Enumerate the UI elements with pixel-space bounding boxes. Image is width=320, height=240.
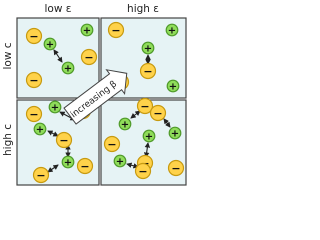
cation-circle <box>61 155 75 169</box>
cation: + <box>166 79 180 93</box>
cation: + <box>61 155 75 169</box>
anion-circle <box>107 21 125 39</box>
anion: − <box>167 159 185 177</box>
cation-sign: + <box>64 64 72 75</box>
anion-circle <box>136 97 154 115</box>
cation: + <box>33 122 47 136</box>
anion: − <box>103 135 121 153</box>
pair-arrow <box>126 162 139 169</box>
anion: − <box>25 27 43 45</box>
anion: − <box>139 62 157 80</box>
cation-circle <box>118 117 132 131</box>
cation-sign: + <box>169 82 177 93</box>
cation-circle <box>61 61 75 75</box>
anion-sign: − <box>171 162 180 175</box>
column-label-low-epsilon: low ε <box>45 3 72 15</box>
cation-sign: + <box>116 157 124 168</box>
anion-sign: − <box>153 107 162 120</box>
big-arrow-shape <box>63 69 128 125</box>
anion: − <box>25 71 43 89</box>
anion-circle <box>149 104 167 122</box>
anion: − <box>149 104 167 122</box>
anion-sign: − <box>143 65 152 78</box>
cation-circle <box>80 23 94 37</box>
anion: − <box>80 48 98 66</box>
cation: + <box>80 23 94 37</box>
row-label-high-c: high c <box>2 124 14 156</box>
cation-sign: + <box>36 125 44 136</box>
cation: + <box>165 23 179 37</box>
anion-circle <box>103 135 121 153</box>
pair-arrow <box>53 49 63 63</box>
cation-sign: + <box>171 129 179 140</box>
cation: + <box>61 61 75 75</box>
cation: + <box>141 41 155 55</box>
anion-circle <box>167 159 185 177</box>
anion-sign: − <box>29 30 38 43</box>
anion-sign: − <box>111 24 120 37</box>
anion-sign: − <box>36 169 45 182</box>
column-label-high-epsilon: high ε <box>127 3 159 15</box>
anion-circle <box>76 157 94 175</box>
anion-sign: − <box>59 134 68 147</box>
cation-circle <box>142 129 156 143</box>
cation: + <box>113 154 127 168</box>
pair-arrow <box>47 130 59 137</box>
anion-sign: − <box>29 74 38 87</box>
anion-circle <box>55 131 73 149</box>
cation: + <box>168 126 182 140</box>
anion-circle <box>25 105 43 123</box>
cation-circle <box>165 23 179 37</box>
pair-arrow <box>47 164 59 173</box>
anion-circle <box>25 27 43 45</box>
cation-sign: + <box>145 132 153 143</box>
cation-circle <box>141 41 155 55</box>
cation: + <box>118 117 132 131</box>
anion-sign: − <box>140 100 149 113</box>
anion-circle <box>32 166 50 184</box>
cation-circle <box>168 126 182 140</box>
ion-pairing-diagram: low ε high ε low c high c −+++−−−++−−+−−… <box>2 3 187 186</box>
cation-sign: + <box>51 103 59 114</box>
anion-sign: − <box>84 51 93 64</box>
cation-sign: + <box>144 44 152 55</box>
anion-sign: − <box>29 108 38 121</box>
anion-circle <box>134 162 152 180</box>
cation: + <box>43 37 57 51</box>
anion: − <box>76 157 94 175</box>
cation-sign: + <box>168 26 176 37</box>
pair-arrow <box>143 142 151 158</box>
anion-sign: − <box>107 138 116 151</box>
anion-sign: − <box>80 160 89 173</box>
cation-circle <box>113 154 127 168</box>
cation-sign: + <box>83 26 91 37</box>
cation-circle <box>48 100 62 114</box>
cation-sign: + <box>64 158 72 169</box>
ions-layer: −+++−−−++−−+−−++−+−−+−−+−+−+−− <box>25 21 185 184</box>
anion: − <box>134 162 152 180</box>
cation-sign: + <box>46 40 54 51</box>
cation: + <box>142 129 156 143</box>
anion-sign: − <box>138 165 147 178</box>
anion-circle <box>80 48 98 66</box>
cation-circle <box>43 37 57 51</box>
anion: − <box>136 97 154 115</box>
cation: + <box>48 100 62 114</box>
cation-circle <box>33 122 47 136</box>
anion: − <box>55 131 73 149</box>
cation-circle <box>166 79 180 93</box>
anion: − <box>25 105 43 123</box>
anion-circle <box>139 62 157 80</box>
anion: − <box>107 21 125 39</box>
row-label-low-c: low c <box>2 42 14 69</box>
pair-arrow <box>163 118 171 128</box>
anion-circle <box>25 71 43 89</box>
pair-arrow <box>130 110 141 119</box>
anion: − <box>32 166 50 184</box>
cation-sign: + <box>121 120 129 131</box>
